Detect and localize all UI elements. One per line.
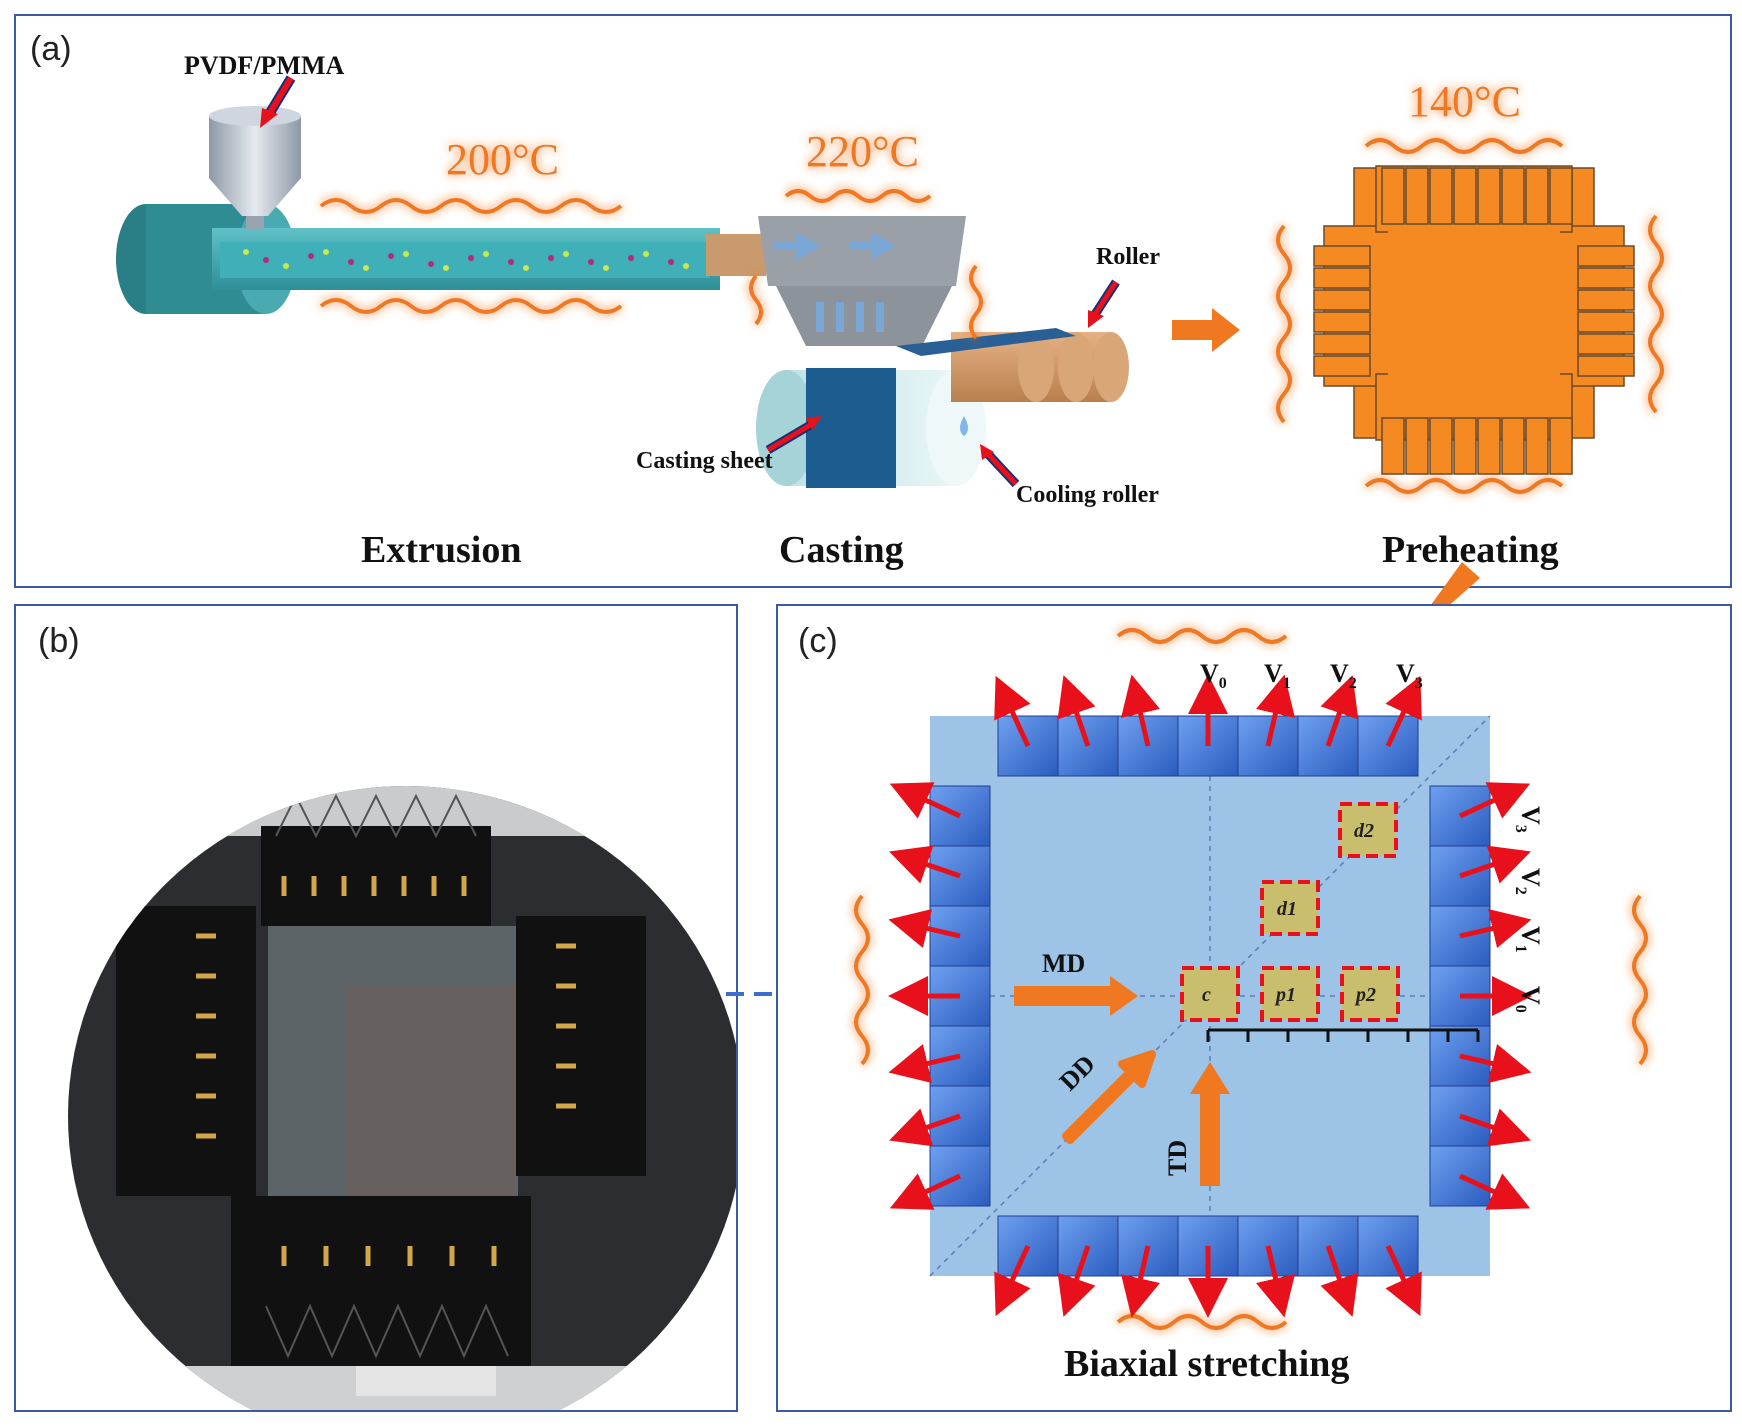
clamps-top xyxy=(997,715,1419,777)
sample-p2: p2 xyxy=(1340,966,1400,1022)
panel-a-label: (a) xyxy=(30,30,72,68)
preheating-frame xyxy=(1313,165,1635,475)
casting-die xyxy=(706,216,966,346)
scale-ruler xyxy=(1206,1028,1480,1042)
svg-text:V1: V1 xyxy=(1512,926,1545,953)
cooling-roller-label: Cooling roller xyxy=(1016,482,1159,508)
panel-c-title: Biaxial stretching xyxy=(1064,1343,1349,1385)
flow-arrow xyxy=(1172,308,1240,352)
svg-text:MD: MD xyxy=(1042,949,1085,978)
process-line-diagram: PVDF/PMMA Roller xyxy=(116,51,1664,571)
md-arrow: MD xyxy=(1014,949,1138,1016)
svg-text:p2: p2 xyxy=(1354,984,1376,1006)
temp-casting: 220°C xyxy=(806,127,919,176)
svg-text:V3: V3 xyxy=(1512,806,1545,833)
stage-casting: Casting xyxy=(779,529,904,571)
velocity-labels-top: V0 V1 V2 V3 xyxy=(1200,659,1423,692)
panel-b-label: (b) xyxy=(38,622,80,660)
stretcher-photo xyxy=(68,786,736,1410)
svg-text:TD: TD xyxy=(1163,1140,1192,1176)
heat-waves-c xyxy=(854,628,1648,1330)
sample-d2: d2 xyxy=(1338,802,1398,858)
sample-p1: p1 xyxy=(1260,966,1320,1022)
panel-b: (b) xyxy=(14,604,738,1412)
sample-c: c xyxy=(1180,966,1240,1022)
rollers xyxy=(896,328,1129,402)
stage-preheating: Preheating xyxy=(1382,529,1559,571)
cooling-roller xyxy=(756,368,986,488)
stretch-arrows xyxy=(888,674,1532,1318)
svg-text:d1: d1 xyxy=(1277,898,1297,920)
sample-d1: d1 xyxy=(1260,880,1320,936)
velocity-labels-right: V3 V2 V1 V0 xyxy=(1512,806,1545,1013)
temp-extrusion: 200°C xyxy=(446,135,559,184)
biaxial-stretching-diagram: V0 V1 V2 V3 V3 V2 V1 V0 d2 d1 c xyxy=(854,628,1648,1385)
svg-text:V0: V0 xyxy=(1512,986,1545,1013)
svg-text:V0: V0 xyxy=(1200,659,1227,692)
svg-text:p1: p1 xyxy=(1274,984,1296,1006)
panel-a: (a) xyxy=(14,14,1732,588)
feed-label: PVDF/PMMA xyxy=(184,51,345,80)
casting-sheet-label: Casting sheet xyxy=(636,448,773,474)
svg-text:V2: V2 xyxy=(1512,868,1545,895)
panel-c-label: (c) xyxy=(798,622,838,660)
extruder xyxy=(116,106,720,314)
feed-pointer xyxy=(260,75,296,128)
temp-preheating: 140°C xyxy=(1408,77,1521,126)
td-arrow: TD xyxy=(1163,1062,1230,1186)
svg-text:V1: V1 xyxy=(1264,659,1291,692)
panel-c: (c) xyxy=(776,604,1732,1412)
svg-text:V3: V3 xyxy=(1396,659,1423,692)
stage-extrusion: Extrusion xyxy=(361,529,521,571)
svg-text:d2: d2 xyxy=(1354,820,1374,842)
roller-pointer xyxy=(1088,279,1120,328)
roller-label: Roller xyxy=(1096,244,1160,270)
svg-text:V2: V2 xyxy=(1330,659,1357,692)
casting-sheet-pointer xyxy=(765,416,822,454)
heat-waves-a xyxy=(319,138,1664,494)
svg-text:c: c xyxy=(1202,984,1211,1006)
cooling-roller-pointer xyxy=(980,444,1020,488)
